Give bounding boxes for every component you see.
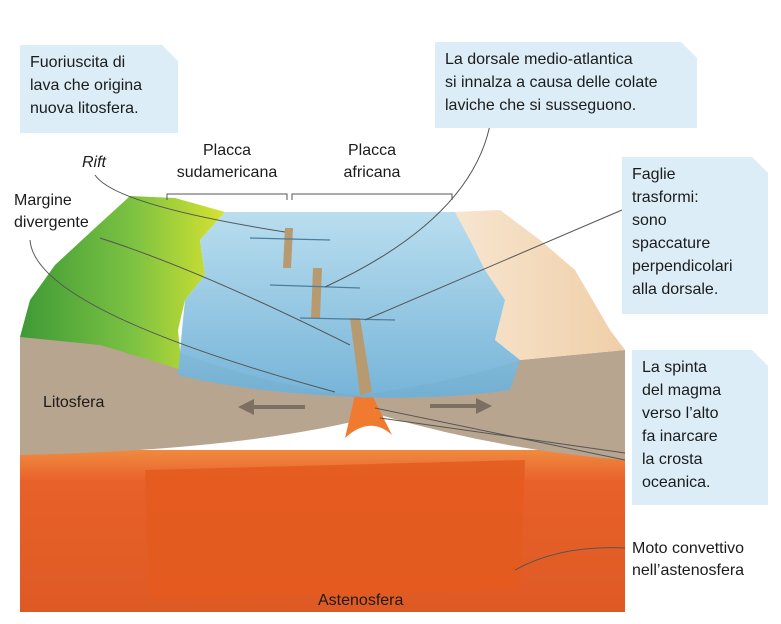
label-astenosfera: Astenosfera (318, 592, 404, 609)
label-litosfera: Litosfera (43, 394, 105, 411)
ridge-segment-2 (311, 268, 322, 318)
label-moto-convettivo: Moto convettivo nell’astenosfera (632, 540, 745, 579)
label-placca-africana: Placca africana (343, 142, 401, 181)
ridge-segment-3 (350, 318, 372, 395)
bracket-sudamericana (166, 193, 288, 200)
transform-fault-3 (299, 317, 396, 321)
bracket-africana (291, 193, 453, 200)
beige-continent (455, 210, 625, 360)
callout-faglie: Faglie trasformi: sono spaccature perpen… (622, 157, 768, 314)
label-rift: Rift (82, 154, 106, 171)
callout-dorsale: La dorsale medio-atlantica si innalza a … (435, 42, 697, 128)
transform-fault-2 (269, 284, 361, 289)
convection-cell (145, 460, 525, 600)
magma-upwelling (345, 395, 392, 438)
label-margine-divergente: Margine divergente (14, 192, 89, 231)
lithosphere-layer (20, 337, 625, 460)
leader-lines (29, 124, 626, 571)
label-placca-sudamericana: Placca sudamericana (176, 142, 278, 181)
ocean-basin (178, 212, 520, 398)
green-continent (20, 196, 225, 370)
spreading-arrow-right (430, 398, 492, 414)
callout-lava: Fuoriuscita di lava che origina nuova li… (20, 45, 178, 133)
callout-spinta: La spinta del magma verso l’alto fa inar… (632, 350, 768, 505)
ridge-segment-1 (283, 228, 293, 268)
spreading-arrow-left (238, 399, 305, 415)
transform-fault-1 (249, 237, 331, 241)
